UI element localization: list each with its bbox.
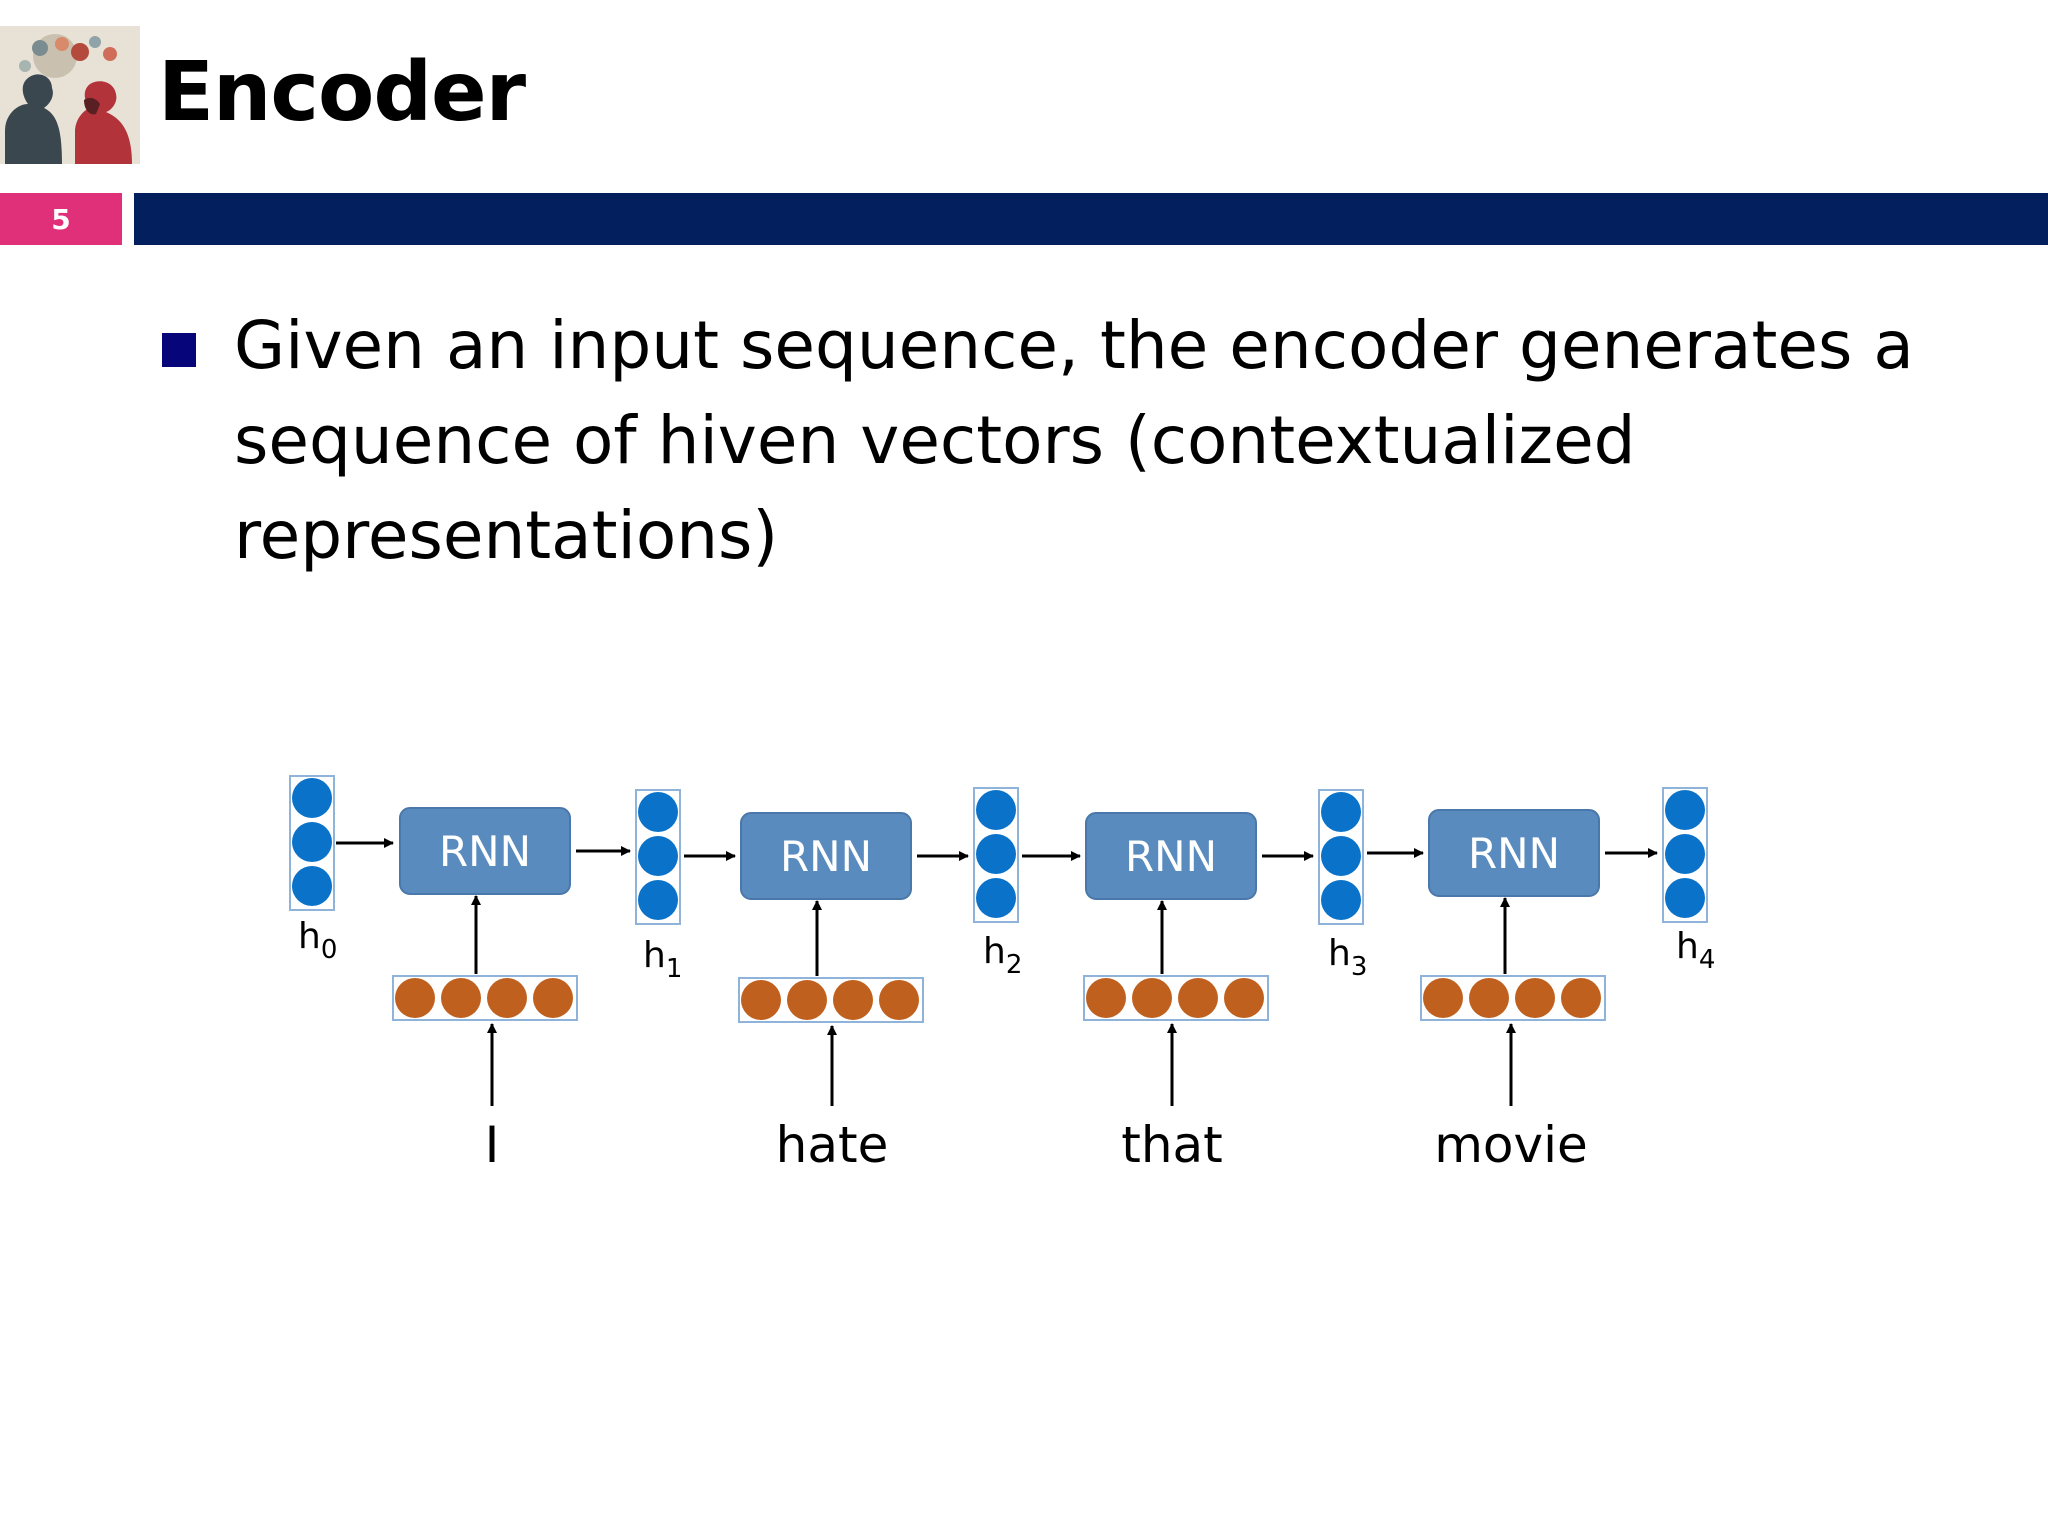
hidden-label-base: h [1676,926,1699,967]
heads-thinking-logo-icon [0,26,140,164]
hidden-unit-dot [976,834,1016,874]
hidden-vector-outline [1662,787,1708,923]
hidden-unit-dot [1321,792,1361,832]
embedding-vector-4 [1420,975,1606,1021]
hidden-unit-dot [1321,836,1361,876]
bullet-text: Given an input sequence, the encoder gen… [234,307,1914,574]
hidden-label-h2: h2 [983,931,1022,980]
rnn-cells: RNN RNN RNN RNN [399,807,1600,900]
hidden-label-h0: h0 [298,916,337,965]
embedding-unit-dot [533,978,573,1018]
hidden-vectors [289,775,1708,925]
embedding-outline [1420,975,1606,1021]
rnn-label: RNN [439,827,531,876]
hidden-vector-h2 [973,787,1019,923]
slide-title: Encoder [158,45,526,140]
hidden-unit-dot [638,792,678,832]
hidden-unit-dot [292,778,332,818]
embedding-unit-dot [1423,978,1463,1018]
hidden-label-h4: h4 [1676,926,1715,975]
hidden-unit-dot [1665,878,1705,918]
hidden-vector-h1 [635,789,681,925]
rnn-cell-4: RNN [1428,809,1600,897]
hidden-vector-outline [635,789,681,925]
hidden-label-base: h [298,916,321,957]
embedding-unit-dot [879,980,919,1020]
hidden-unit-dot [1665,790,1705,830]
embedding-unit-dot [833,980,873,1020]
embedding-unit-dot [1561,978,1601,1018]
rnn-box [1085,812,1257,900]
hidden-label-h1: h1 [643,935,682,984]
hidden-vector-h0 [289,775,335,911]
hidden-unit-dot [976,878,1016,918]
embedding-unit-dot [1086,978,1126,1018]
embedding-vector-1 [392,975,578,1021]
hidden-unit-dot [292,866,332,906]
arrows [336,838,1658,1106]
embedding-outline [392,975,578,1021]
square-bullet-icon [162,333,196,367]
hidden-label-subscript: 2 [1006,950,1023,980]
slide-number: 5 [0,193,122,245]
embedding-unit-dot [441,978,481,1018]
embedding-unit-dot [1515,978,1555,1018]
hidden-unit-dot [638,880,678,920]
hidden-label-h3: h3 [1328,933,1367,982]
embedding-vectors [392,975,1606,1023]
hidden-unit-dot [638,836,678,876]
rnn-cell-2: RNN [740,812,912,900]
embedding-unit-dot [1469,978,1509,1018]
hidden-vector-outline [1318,789,1364,925]
rnn-box [740,812,912,900]
embedding-vector-2 [738,977,924,1023]
hidden-unit-dot [976,790,1016,830]
hidden-label-subscript: 0 [321,935,338,965]
rnn-box [399,807,571,895]
hidden-vector-h4 [1662,787,1708,923]
hidden-vector-outline [973,787,1019,923]
title-bar [134,193,2048,245]
input-word-4: movie [1434,1116,1588,1174]
embedding-unit-dot [487,978,527,1018]
hidden-vector-outline [289,775,335,911]
hidden-label-base: h [1328,933,1351,974]
embedding-vector-3 [1083,975,1269,1021]
input-word-2: hate [776,1116,889,1174]
embedding-unit-dot [1132,978,1172,1018]
hidden-unit-dot [1665,834,1705,874]
hidden-label-base: h [643,935,666,976]
rnn-label: RNN [780,832,872,881]
hidden-vector-h3 [1318,789,1364,925]
rnn-label: RNN [1125,832,1217,881]
embedding-unit-dot [787,980,827,1020]
hidden-label-base: h [983,931,1006,972]
rnn-box [1428,809,1600,897]
embedding-unit-dot [741,980,781,1020]
hidden-label-subscript: 3 [1351,952,1368,982]
hidden-unit-dot [1321,880,1361,920]
input-word-3: that [1121,1116,1223,1174]
hidden-unit-dot [292,822,332,862]
embedding-unit-dot [1224,978,1264,1018]
hidden-label-subscript: 1 [666,954,683,984]
embedding-unit-dot [395,978,435,1018]
rnn-label: RNN [1468,829,1560,878]
hidden-label-subscript: 4 [1699,945,1716,975]
input-word-1: I [485,1116,500,1174]
embedding-outline [738,977,924,1023]
rnn-cell-1: RNN [399,807,571,895]
rnn-cell-3: RNN [1085,812,1257,900]
embedding-outline [1083,975,1269,1021]
embedding-unit-dot [1178,978,1218,1018]
